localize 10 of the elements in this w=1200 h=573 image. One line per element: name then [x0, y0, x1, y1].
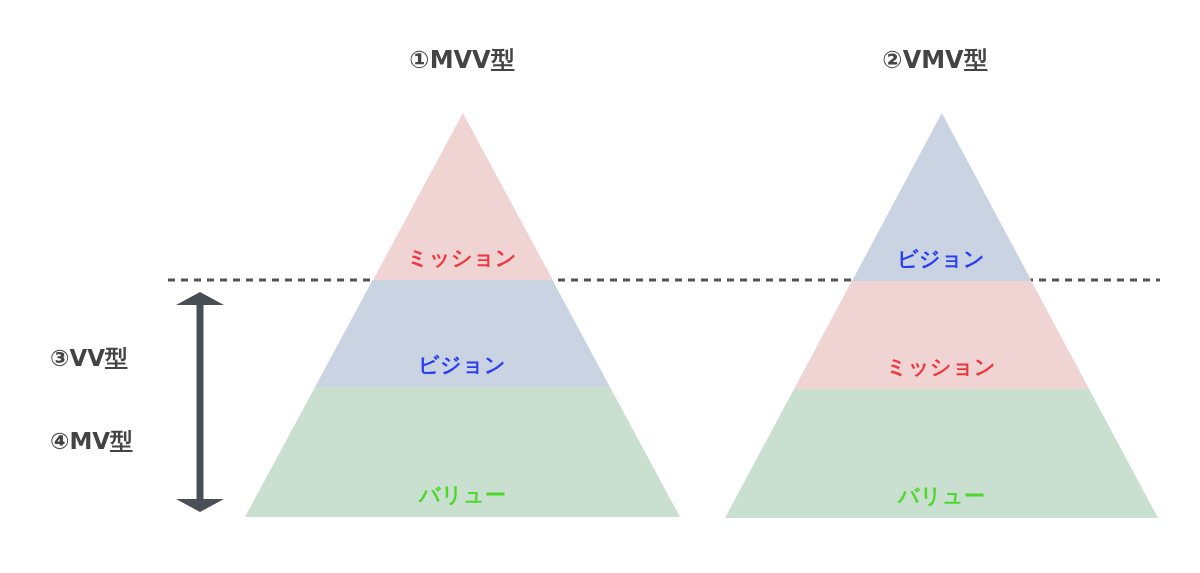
type-label: ④MV型	[50, 427, 134, 456]
layer-label: ミッション	[886, 355, 997, 379]
layer-label: ミッション	[407, 246, 518, 270]
layer-label: バリュー	[419, 483, 506, 507]
layer-label: ビジョン	[418, 353, 507, 377]
pyramid-heading: ②VMV型	[882, 45, 988, 76]
layer-label: バリュー	[898, 484, 985, 508]
layer-label: ビジョン	[897, 247, 986, 271]
pyramid-heading: ①MVV型	[409, 45, 515, 76]
type-label: ③VV型	[50, 344, 129, 373]
